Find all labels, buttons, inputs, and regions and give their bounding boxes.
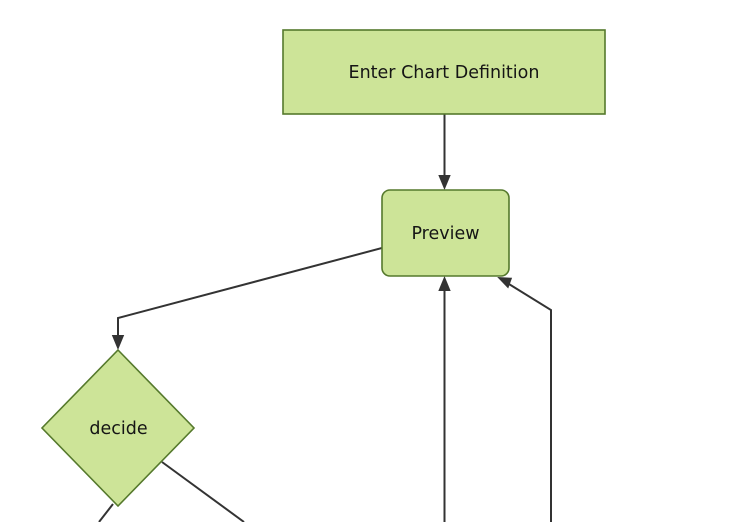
- node-shape-diamond[interactable]: [40, 348, 196, 508]
- node-enter-chart-definition[interactable]: Enter Chart Definition: [282, 29, 606, 115]
- arrow-head-icon: [438, 175, 451, 190]
- edge-decide-right-out: [161, 461, 245, 522]
- arrow-head-icon: [438, 276, 451, 291]
- edge-return-right-to-preview: [497, 277, 552, 522]
- edge-line: [117, 247, 383, 342]
- edge-enter-to-preview: [438, 114, 451, 190]
- arrow-head-icon: [497, 277, 513, 289]
- node-shape-rounded-rectangle[interactable]: [381, 189, 510, 277]
- edge-line: [98, 503, 114, 522]
- edge-preview-to-decide: [111, 247, 383, 350]
- node-layer: Enter Chart Definition Preview decide: [40, 29, 606, 508]
- edge-layer: [98, 114, 552, 522]
- edge-line: [161, 461, 245, 522]
- node-shape-rectangle[interactable]: [282, 29, 606, 115]
- edge-line: [503, 280, 552, 522]
- edge-decide-bottom-out: [98, 503, 114, 522]
- arrow-head-icon: [111, 335, 125, 350]
- node-decide[interactable]: decide: [40, 348, 196, 508]
- node-preview[interactable]: Preview: [381, 189, 510, 277]
- edge-return-center-to-preview: [438, 276, 451, 522]
